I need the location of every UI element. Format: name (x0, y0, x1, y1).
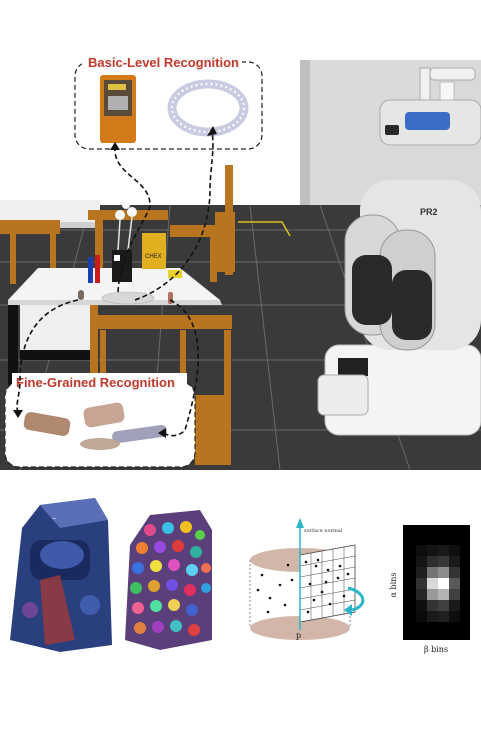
histogram-cell (416, 567, 427, 578)
histogram-cell (416, 578, 427, 589)
histogram-cell (449, 578, 460, 589)
histogram-cell (438, 578, 449, 589)
histogram-cell (449, 545, 460, 556)
simulation-scene: CHEX PR2 (0, 60, 481, 471)
table-objects: CHEX (78, 201, 182, 305)
alpha-bins-label: α bins (389, 573, 398, 598)
cereal-box (142, 233, 166, 269)
histogram-cell (438, 611, 449, 622)
histogram-cell (438, 567, 449, 578)
recognition-arrows (16, 131, 214, 437)
chair (0, 165, 235, 465)
basic-level-panel: Basic-Level Recognition (74, 53, 263, 150)
object-cloud (112, 424, 167, 444)
object-cloud (80, 438, 120, 450)
fine-grained-panel: Fine-Grained Recognition (4, 373, 196, 468)
histogram-image: α bins β bins (389, 525, 470, 654)
descriptor-diagram: surface normal p (249, 518, 365, 640)
cereal-box-label: CHEX (145, 254, 162, 260)
basic-level-label: Basic-Level Recognition (88, 55, 239, 70)
textured-carton: ~ (10, 498, 112, 652)
histogram-cell (449, 600, 460, 611)
beta-bins-label: β bins (424, 645, 448, 654)
histogram-cell (416, 611, 427, 622)
histogram-cell (438, 589, 449, 600)
histogram-cell (427, 545, 438, 556)
svg-text:~: ~ (52, 516, 56, 523)
histogram-cell (427, 567, 438, 578)
histogram-cell (416, 556, 427, 567)
histogram-cell (427, 556, 438, 567)
histogram-cell (427, 578, 438, 589)
histogram-cell (449, 611, 460, 622)
histogram-cell (438, 545, 449, 556)
keypoint-carton (125, 510, 212, 650)
histogram-cell (449, 556, 460, 567)
robot-badge: PR2 (420, 207, 438, 217)
rotation-arrow-icon (347, 586, 365, 612)
histogram-cell (416, 600, 427, 611)
object-cloud (23, 412, 71, 436)
table-top (8, 268, 220, 300)
point-label: p (296, 631, 301, 640)
histogram-cell (427, 589, 438, 600)
fine-grained-label: Fine-Grained Recognition (16, 375, 175, 390)
histogram-cell (438, 556, 449, 567)
histogram-cell (427, 611, 438, 622)
histogram-cell (427, 600, 438, 611)
pr2-robot: PR2 (317, 67, 481, 436)
histogram-cell (449, 567, 460, 578)
keypoint-dots (130, 521, 211, 636)
object-cloud (83, 402, 125, 428)
surface-normal-label: surface normal (304, 528, 343, 534)
histogram-cell (416, 589, 427, 600)
histogram-cell (416, 545, 427, 556)
histogram-cell (438, 600, 449, 611)
histogram-cell (449, 589, 460, 600)
